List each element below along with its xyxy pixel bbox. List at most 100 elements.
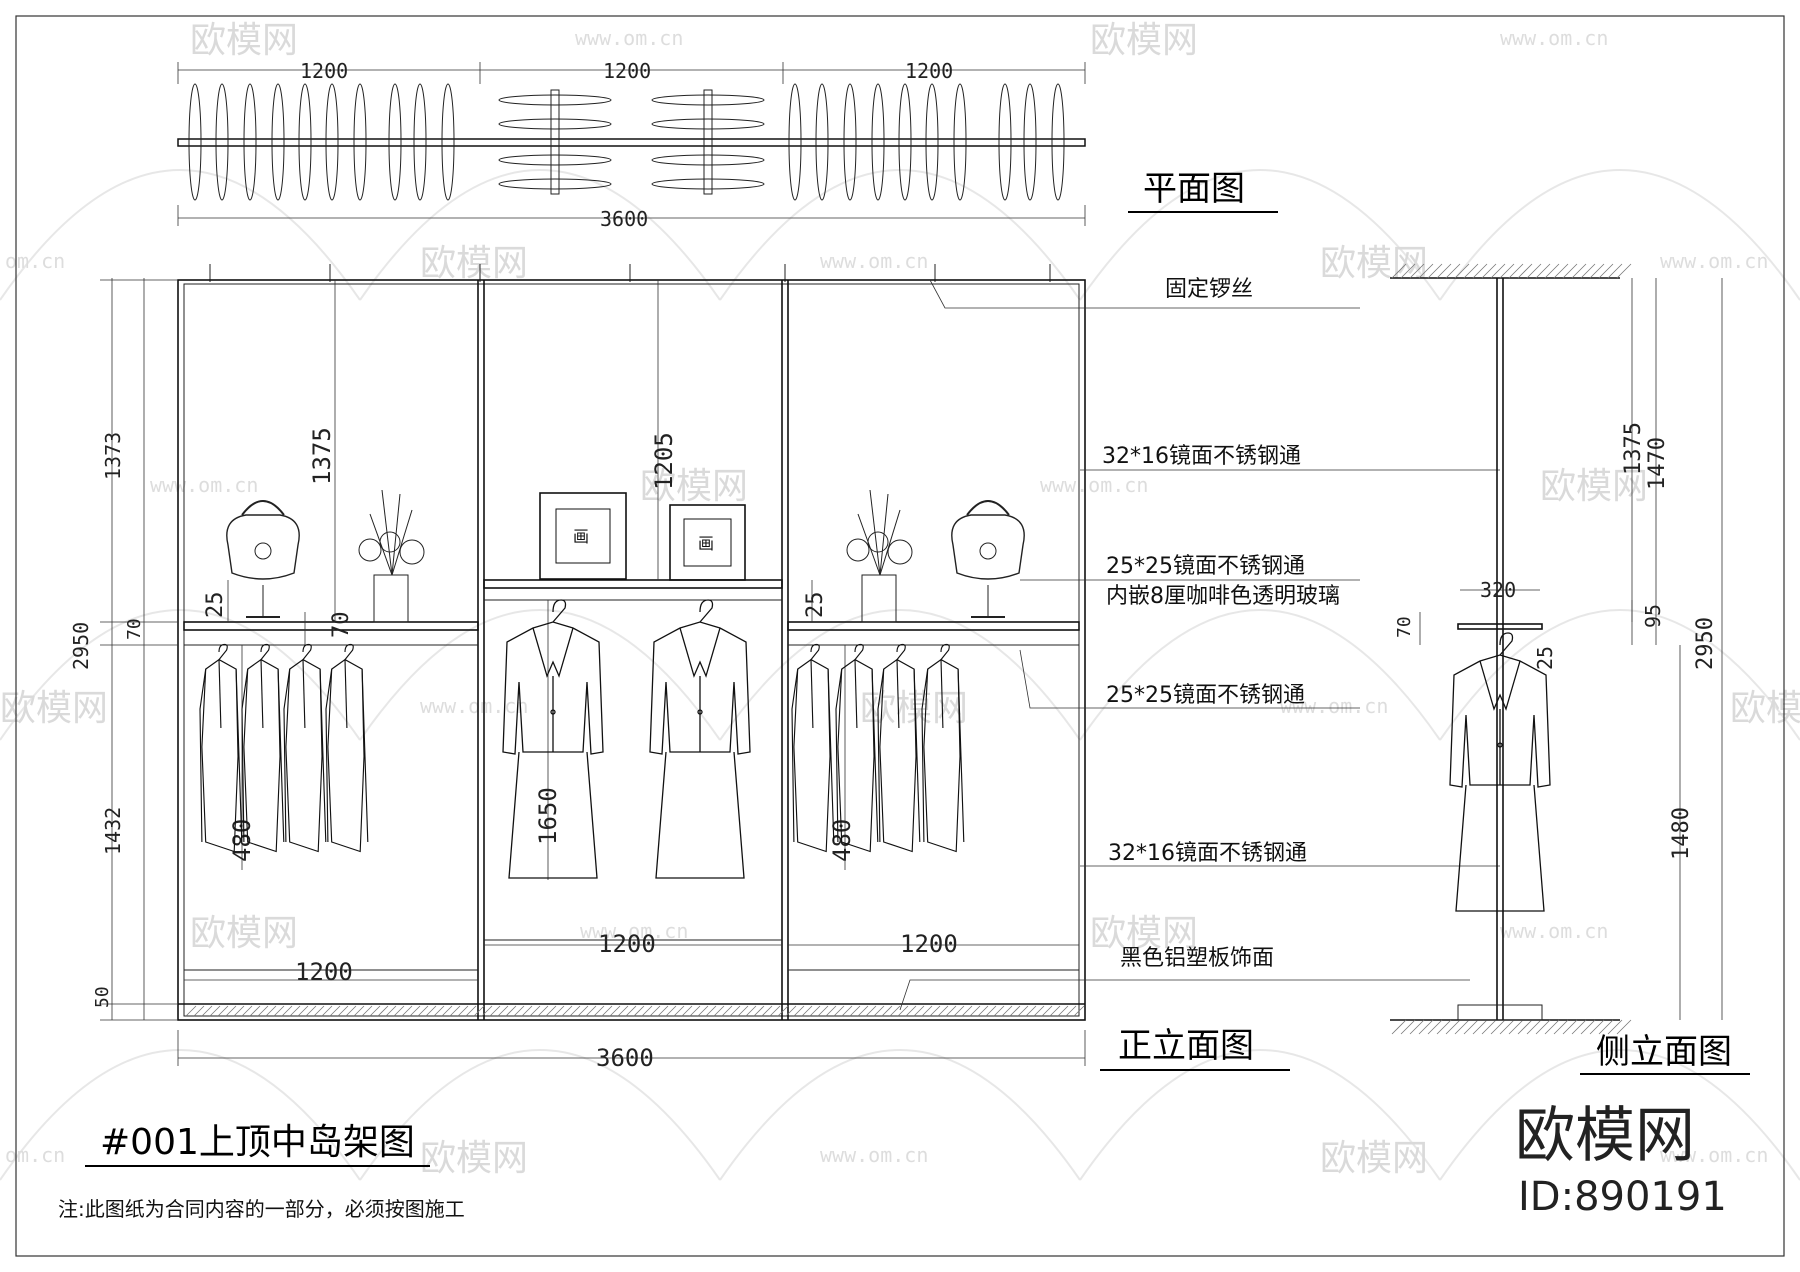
hanger-icon: [815, 83, 829, 201]
hanger-icon: [498, 118, 612, 130]
picture-frame-icon: 画: [669, 504, 746, 581]
suit-icon: [649, 599, 751, 879]
front-dim-1650: 1650: [534, 787, 562, 845]
plan-dim-3: 1200: [905, 59, 953, 83]
watermark-brand: 欧模网: [1320, 1138, 1428, 1179]
side-dim-70: 70: [1394, 616, 1415, 638]
hanger-icon: [271, 83, 285, 201]
watermark-brand: 欧模网: [420, 1138, 528, 1179]
brand-logo: 欧模网: [1515, 1101, 1695, 1171]
watermark-brand: 欧模网: [1540, 466, 1648, 507]
hanger-icon: [498, 154, 612, 166]
front-dim-50: 50: [92, 986, 113, 1008]
post-icon: [550, 89, 560, 195]
jacket-icon: [835, 643, 879, 853]
side-dim-1480: 1480: [1669, 807, 1694, 860]
watermark-brand: 欧模网: [0, 688, 108, 729]
handbag-icon: [951, 500, 1025, 618]
watermark-brand: 欧模网: [1090, 913, 1198, 954]
watermark-brand: 欧模网: [190, 913, 298, 954]
watermark-layer: 欧模网 www.om.cn 欧模网 www.om.cn om.cn 欧模网 ww…: [0, 20, 1800, 1181]
hanger-icon: [651, 118, 765, 130]
hanger-icon: [353, 83, 367, 201]
hanger-icon: [188, 83, 202, 201]
jacket-icon: [241, 643, 285, 853]
hanger-icon: [1051, 83, 1065, 201]
contract-note: 注:此图纸为合同内容的一部分，必须按图施工: [58, 1197, 465, 1221]
front-dim-70: 70: [124, 618, 145, 640]
hanger-icon: [498, 94, 612, 106]
watermark-url: www.om.cn: [150, 473, 258, 497]
annotation-steel-tube-25x25-lower: 25*25镜面不锈钢通: [1106, 683, 1305, 708]
watermark-brand: 欧模网: [1090, 20, 1198, 61]
side-elevation: 320 70 25 1375 1470 95 2950 1480 侧立面图: [1390, 263, 1750, 1075]
hanger-icon: [788, 83, 802, 201]
watermark-brand: 欧模网: [1730, 688, 1800, 729]
watermark-url: www.om.cn: [1280, 694, 1388, 718]
watermark-url: www.om.cn: [820, 249, 928, 273]
model-id: ID:890191: [1518, 1174, 1727, 1220]
sheet-border: [15, 15, 1785, 1257]
hanger-icon: [1023, 83, 1037, 201]
watermark-url: www.om.cn: [1660, 1143, 1768, 1167]
side-dim-25: 25: [1533, 646, 1557, 670]
watermark-url: www.om.cn: [1660, 249, 1768, 273]
suit-icon: [502, 599, 604, 879]
front-dim-1200-right: 1200: [900, 930, 958, 958]
plan-dim-2: 1200: [603, 59, 651, 83]
front-dim-1432: 1432: [101, 807, 125, 855]
hanger-icon: [413, 83, 427, 201]
watermark-url: www.om.cn: [1500, 26, 1608, 50]
front-dim-25-right: 25: [803, 592, 828, 619]
side-dim-95: 95: [1641, 604, 1665, 628]
jacket-icon: [791, 643, 835, 853]
annotation-steel-tube-32x16-top: 32*16镜面不锈钢通: [1102, 444, 1301, 469]
hanger-icon: [925, 83, 939, 201]
watermark-brand: 欧模网: [190, 20, 298, 61]
front-title: 正立面图: [1118, 1026, 1254, 1066]
hanger-icon: [651, 94, 765, 106]
handbag-icon: [226, 500, 300, 618]
front-dim-25-left: 25: [203, 592, 228, 619]
hanger-icon: [843, 83, 857, 201]
watermark-url: www.om.cn: [820, 1143, 928, 1167]
frame-label: 画: [698, 534, 714, 553]
side-title: 侧立面图: [1596, 1032, 1732, 1072]
hanger-icon: [298, 83, 312, 201]
jacket-icon: [199, 643, 243, 853]
annotations: 固定锣丝 32*16镜面不锈钢通 25*25镜面不锈钢通 内嵌8厘咖啡色透明玻璃…: [899, 277, 1500, 1011]
hanger-icon: [998, 83, 1012, 201]
annotation-steel-tube-25x25: 25*25镜面不锈钢通: [1106, 554, 1305, 579]
drawing-title: #001上顶中岛架图: [100, 1122, 415, 1163]
front-dim-1373: 1373: [101, 432, 125, 480]
side-dim-320: 320: [1480, 578, 1516, 602]
hanger-icon: [651, 178, 765, 190]
watermark-url: www.om.cn: [1500, 919, 1608, 943]
hanger-icon: [498, 178, 612, 190]
hanger-icon: [953, 83, 967, 201]
front-elevation: 1373 70 2950 1432 50 1375 25 70 480 1200…: [69, 264, 1290, 1072]
side-dim-2950: 2950: [1693, 617, 1718, 670]
hanger-icon: [871, 83, 885, 201]
watermark-brand: 欧模网: [860, 688, 968, 729]
hanger-icon: [898, 83, 912, 201]
annotation-steel-tube-32x16-bottom: 32*16镜面不锈钢通: [1108, 841, 1307, 866]
watermark-brand: 欧模网: [420, 243, 528, 284]
front-dim-2950: 2950: [69, 622, 93, 670]
front-dim-1200-mid: 1200: [598, 930, 656, 958]
jacket-icon: [325, 643, 369, 853]
plan-view: 1200 1200 1200 3600 平面图: [177, 59, 1278, 231]
post-icon: [703, 89, 713, 195]
hanger-icon: [388, 83, 402, 201]
jacket-icon: [921, 643, 965, 853]
annotation-glass-inlay: 内嵌8厘咖啡色透明玻璃: [1106, 584, 1340, 609]
watermark-url: www.om.cn: [1040, 473, 1148, 497]
front-dim-1200-left: 1200: [295, 958, 353, 986]
plan-title: 平面图: [1143, 169, 1245, 209]
frame-label: 画: [573, 527, 589, 546]
front-dim-1375: 1375: [308, 427, 336, 485]
annotation-black-panel: 黑色铝塑板饰面: [1120, 946, 1274, 971]
hanger-icon: [243, 83, 257, 201]
side-dim-1470: 1470: [1645, 437, 1670, 490]
front-dim-1205: 1205: [650, 432, 678, 490]
